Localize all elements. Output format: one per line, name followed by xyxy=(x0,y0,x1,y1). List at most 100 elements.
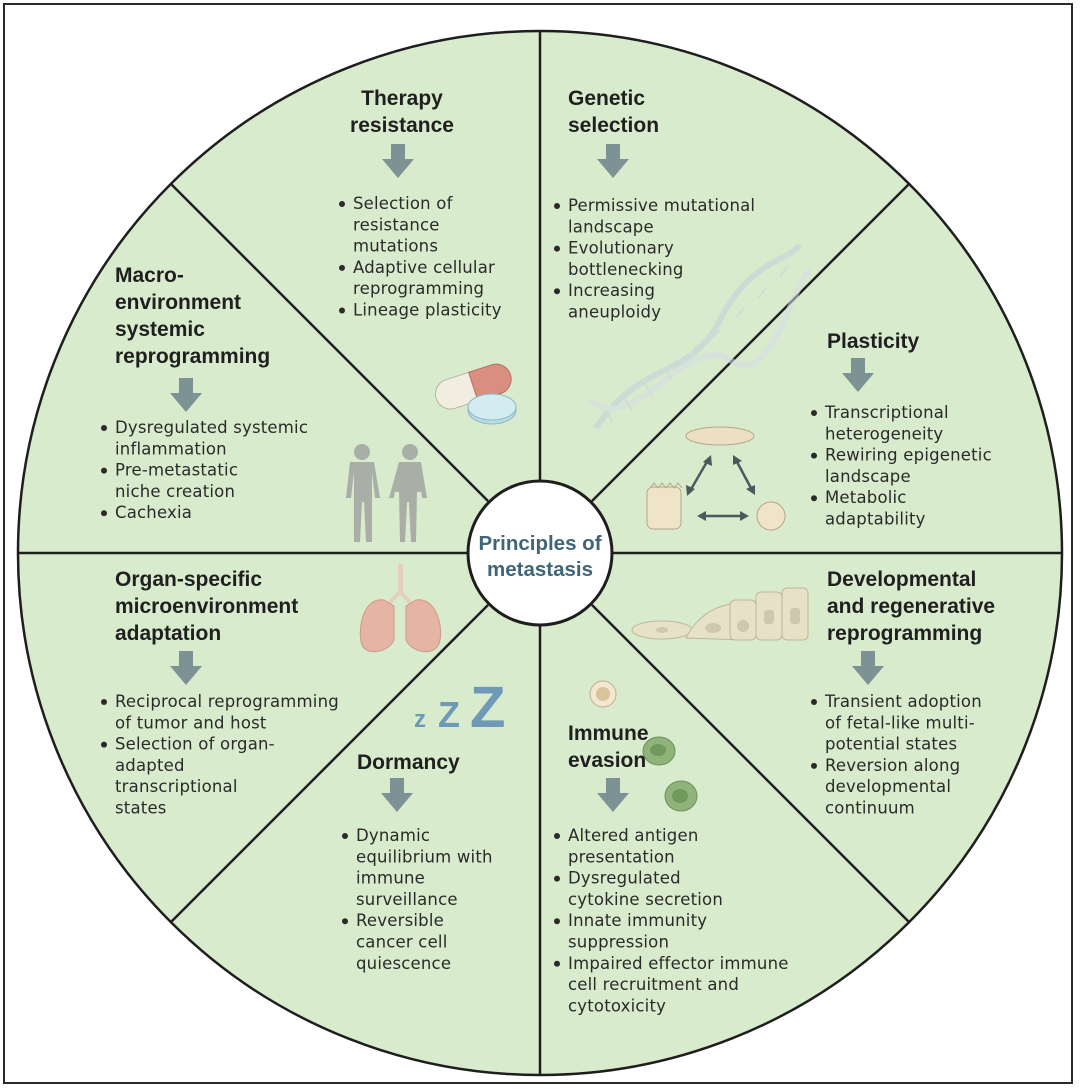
bullet-text-developmental: developmental xyxy=(825,777,951,796)
bullet-text-developmental: of fetal-like multi- xyxy=(825,713,975,732)
segment-title-therapy: resistance xyxy=(350,114,454,137)
down-arrow-icon xyxy=(852,651,884,685)
bullet-text-dormancy: equilibrium with xyxy=(356,847,493,866)
bullet-dot xyxy=(811,495,817,502)
bullet-text-macro: Dysregulated systemic xyxy=(115,418,308,437)
spoke-top-right xyxy=(591,183,910,502)
bullet-text-therapy: resistance xyxy=(353,215,440,234)
human-bodies-icon xyxy=(346,444,427,542)
bullet-dot xyxy=(339,201,345,207)
bullet-dot xyxy=(554,288,560,295)
bullet-text-plasticity: landscape xyxy=(825,467,911,486)
bullet-text-dormancy: Dynamic xyxy=(356,826,430,845)
center-label-line2: metastasis xyxy=(487,558,593,581)
bullet-dot xyxy=(811,762,817,769)
svg-text:z: z xyxy=(414,706,426,733)
bullet-dot xyxy=(342,833,348,839)
bullet-text-immune: cytotoxicity xyxy=(568,996,666,1015)
sleep-zzz-icon: z Z Z xyxy=(414,675,505,740)
bullet-text-therapy: Lineage plasticity xyxy=(353,301,502,320)
segment-title-organ: microenvironment xyxy=(115,595,298,618)
bullet-text-therapy: Adaptive cellular xyxy=(353,258,495,277)
spoke-bottom-left xyxy=(170,604,489,923)
bullet-text-dormancy: surveillance xyxy=(356,890,458,909)
bullet-text-plasticity: heterogeneity xyxy=(825,424,943,443)
bullet-text-plasticity: adaptability xyxy=(825,510,926,529)
dna-helix-icon xyxy=(587,243,813,430)
bullet-text-organ: transcriptional xyxy=(115,777,238,796)
bullet-dot xyxy=(811,410,817,416)
bullet-dot xyxy=(554,203,560,209)
bullet-dot xyxy=(101,741,107,748)
bullet-text-therapy: reprogramming xyxy=(353,279,484,298)
segment-title-dormancy: Dormancy xyxy=(357,751,460,774)
bullet-text-developmental: potential states xyxy=(825,735,957,754)
bullet-text-genetic: landscape xyxy=(568,217,654,236)
figure-border xyxy=(3,3,1073,1084)
bullet-text-organ: Reciprocal reprogramming xyxy=(115,692,339,711)
segment-macro: Macro-environmentsystemicreprogrammingDy… xyxy=(101,264,308,522)
bullet-text-dormancy: cancer cell xyxy=(356,933,447,952)
segment-title-macro: systemic xyxy=(115,318,205,341)
center-circle xyxy=(466,479,614,627)
bullet-text-organ: of tumor and host xyxy=(115,713,267,732)
bullet-text-plasticity: Rewiring epigenetic xyxy=(825,446,992,465)
svg-text:Z: Z xyxy=(470,675,505,740)
bullet-text-macro: Pre-metastatic xyxy=(115,461,238,480)
bullet-text-macro: Cachexia xyxy=(115,503,192,522)
spoke-top-left xyxy=(170,183,489,502)
spoke-bottom-right xyxy=(591,604,910,923)
bullet-text-developmental: continuum xyxy=(825,799,915,818)
bullet-dot xyxy=(554,960,560,967)
bullet-text-plasticity: Transcriptional xyxy=(824,403,949,422)
bullet-dot xyxy=(811,452,817,459)
bullet-text-genetic: Increasing xyxy=(568,281,655,300)
bullet-text-immune: cytokine secretion xyxy=(568,890,723,909)
bullet-dot xyxy=(554,833,560,839)
bullet-text-immune: Innate immunity xyxy=(568,911,707,930)
down-arrow-icon xyxy=(597,778,629,812)
center-label-line1: Principles of xyxy=(478,532,601,555)
segment-title-organ: Organ-specific xyxy=(115,568,262,591)
bullet-dot xyxy=(101,510,107,517)
segment-title-macro: reprogramming xyxy=(115,345,270,368)
bullet-text-organ: states xyxy=(115,799,167,818)
segment-title-plasticity: Plasticity xyxy=(827,330,920,353)
segment-organ: Organ-specificmicroenvironmentadaptation… xyxy=(101,568,339,818)
bullet-text-immune: Impaired effector immune xyxy=(568,954,789,973)
down-arrow-icon xyxy=(170,378,202,412)
segment-title-macro: environment xyxy=(115,291,241,314)
down-arrow-icon xyxy=(381,778,413,812)
bullet-text-macro: inflammation xyxy=(115,439,227,458)
segment-title-developmental: and regenerative xyxy=(827,595,995,618)
bullet-text-genetic: aneuploidy xyxy=(568,303,661,322)
segment-title-developmental: Developmental xyxy=(827,568,976,591)
down-arrow-icon xyxy=(842,358,874,392)
wheel-spokes xyxy=(18,31,1062,1075)
bullet-dot xyxy=(554,875,560,882)
bullet-text-organ: Selection of organ- xyxy=(115,735,275,754)
bullet-text-macro: niche creation xyxy=(115,482,235,501)
down-arrow-icon xyxy=(597,144,629,178)
bullet-text-therapy: mutations xyxy=(353,237,438,256)
bullet-text-plasticity: Metabolic xyxy=(825,488,907,507)
bullet-text-genetic: bottlenecking xyxy=(568,260,684,279)
bullet-text-dormancy: immune xyxy=(356,869,425,888)
pills-icon xyxy=(434,363,517,425)
bullet-text-dormancy: quiescence xyxy=(356,954,451,973)
segment-title-developmental: reprogramming xyxy=(827,622,982,645)
down-arrow-icon xyxy=(382,144,414,178)
bullet-dot xyxy=(554,245,560,252)
segment-title-genetic: selection xyxy=(568,114,659,137)
bullet-text-genetic: Evolutionary xyxy=(568,239,674,258)
bullet-text-immune: Altered antigen xyxy=(568,826,699,845)
segment-title-genetic: Genetic xyxy=(568,87,645,110)
bullet-dot xyxy=(811,699,817,705)
bullet-text-immune: suppression xyxy=(568,933,669,952)
bullet-dot xyxy=(554,918,560,925)
